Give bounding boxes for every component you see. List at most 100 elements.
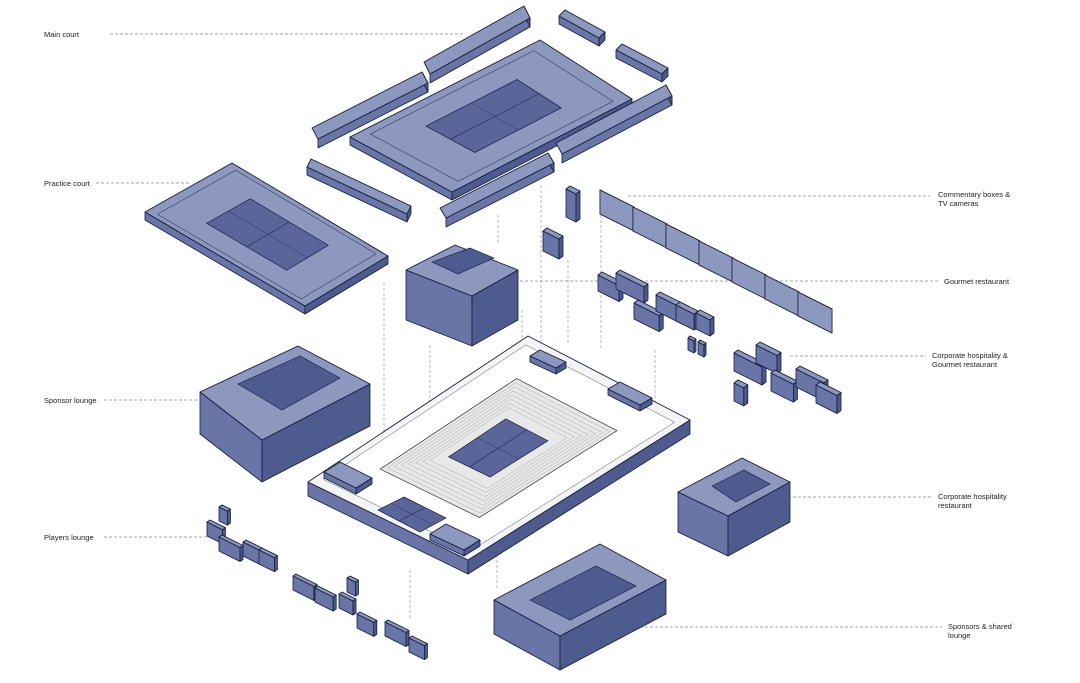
players-wall-10 bbox=[218, 504, 231, 526]
corp-gourmet-wall-1-face-b bbox=[776, 352, 782, 374]
corp-gourmet-wall-4-face-b bbox=[836, 392, 842, 414]
main-stand-side-block-top bbox=[306, 158, 412, 215]
main-stand-back bbox=[423, 5, 531, 84]
corp-gourmet-wall-3-top bbox=[795, 365, 829, 384]
gourmet-interior-void bbox=[431, 247, 495, 275]
camera-tower-a-top bbox=[565, 185, 581, 195]
seating-row-7 bbox=[429, 407, 568, 489]
gourmet-wall-1 bbox=[615, 269, 649, 304]
gourmet-wall-1-top bbox=[615, 269, 649, 288]
small-post-b-top bbox=[697, 339, 707, 346]
sponsors-shared-interior bbox=[529, 565, 637, 621]
main-stand-left-top bbox=[311, 71, 429, 140]
players-wall-0-top bbox=[206, 519, 226, 531]
players-wall-7-top bbox=[356, 611, 378, 623]
camera-tower-b bbox=[542, 227, 564, 260]
players-wall-4 bbox=[292, 573, 318, 601]
stadium-main-court bbox=[447, 418, 549, 478]
stadium-main-court-centre-line bbox=[477, 437, 520, 460]
players-wall-11-face-b bbox=[354, 579, 359, 597]
gourmet-restaurant-block bbox=[405, 244, 519, 347]
main-stand-front-top bbox=[439, 152, 555, 219]
camera-tower-a-face-a bbox=[565, 188, 577, 223]
gourmet-wall-4 bbox=[675, 301, 699, 331]
main-stand-side-block-face-a bbox=[306, 166, 408, 223]
commentary-box-front-4 bbox=[731, 257, 767, 300]
players-wall-8 bbox=[384, 619, 410, 647]
main-stand-corner-a bbox=[558, 9, 606, 47]
corporate-hospitality-interior bbox=[711, 469, 771, 503]
stadium-block-3-top bbox=[607, 381, 653, 406]
camera-tower-a-face-b bbox=[575, 190, 581, 223]
practice-court-surface bbox=[206, 198, 329, 271]
stadium-block-2 bbox=[529, 349, 567, 375]
commentary-boxes bbox=[599, 189, 833, 334]
corporate-hospitality-block bbox=[677, 457, 791, 557]
label-players-lounge: Players lounge bbox=[44, 533, 94, 542]
players-wall-6-face-b bbox=[352, 598, 357, 616]
stadium-block-0 bbox=[323, 461, 373, 495]
camera-tower-a bbox=[565, 185, 581, 223]
gourmet-wall-4-top bbox=[675, 301, 699, 315]
commentary-box-front-3 bbox=[698, 240, 734, 283]
main-court-inner-rim bbox=[369, 50, 614, 182]
practice-court-inner-rim bbox=[156, 169, 377, 300]
players-wall-8-face-b bbox=[405, 630, 410, 647]
label-main-court: Main court bbox=[44, 30, 80, 39]
corp-gourmet-walls bbox=[733, 341, 842, 414]
players-wall-3 bbox=[258, 547, 278, 573]
seating-row-6 bbox=[422, 403, 575, 493]
seating-row-4 bbox=[408, 394, 589, 502]
main-stand-side-block bbox=[306, 158, 412, 223]
sponsor-lounge-interior bbox=[237, 355, 341, 411]
stadium-model bbox=[307, 335, 691, 575]
gourmet-wall-5 bbox=[695, 309, 715, 337]
players-wall-7-face-b bbox=[373, 620, 378, 637]
main-stand-back-top bbox=[423, 5, 531, 75]
players-wall-10-top bbox=[218, 504, 231, 512]
commentary-box-front-6 bbox=[797, 291, 833, 334]
gourmet-wall-2 bbox=[633, 299, 664, 333]
players-wall-5 bbox=[314, 585, 337, 612]
exploded-parts bbox=[144, 5, 842, 671]
players-wall-1-face-b bbox=[239, 545, 244, 562]
corp-gourmet-wall-5-face-b bbox=[743, 384, 749, 407]
corp-gourmet-wall-5-top bbox=[733, 379, 749, 389]
corp-gourmet-wall-1-top bbox=[755, 341, 782, 356]
players-wall-9-top bbox=[408, 635, 428, 647]
small-post-b bbox=[697, 339, 707, 358]
label-sponsor-lounge: Sponsor lounge bbox=[44, 396, 97, 405]
commentary-box-front-1 bbox=[632, 206, 668, 249]
players-wall-3-top bbox=[258, 547, 278, 559]
main-stand-corner-b bbox=[615, 43, 669, 83]
label-gourmet-restaurant: Gourmet restaurant bbox=[944, 277, 1010, 286]
corp-gourmet-wall-4 bbox=[815, 381, 842, 414]
players-wall-5-top bbox=[314, 585, 337, 598]
corp-gourmet-wall-2-top bbox=[770, 369, 798, 385]
players-wall-9-face-b bbox=[423, 643, 428, 661]
players-wall-8-top bbox=[384, 619, 410, 633]
players-wall-1-top bbox=[218, 534, 244, 548]
main-stand-right-top bbox=[555, 84, 673, 155]
players-wall-3-face-b bbox=[273, 555, 278, 573]
players-wall-9 bbox=[408, 635, 428, 661]
stadium-block-0-top bbox=[323, 461, 373, 489]
small-post-a-top bbox=[687, 335, 697, 342]
stadium-block-1 bbox=[429, 523, 481, 557]
label-sponsors-shared-lounge: Sponsors & shared lounge bbox=[948, 622, 1012, 640]
players-wall-11-top bbox=[346, 575, 359, 583]
seating-row-3 bbox=[401, 390, 597, 506]
main-stand-front bbox=[439, 152, 555, 228]
main-stand-right bbox=[555, 84, 673, 164]
main-stand-corner-b-top bbox=[615, 43, 669, 75]
label-corporate-hospitality: Corporate hospitality restaurant bbox=[938, 492, 1007, 510]
gourmet-wall-5-top bbox=[695, 309, 715, 321]
practice-court-surface-centre-line bbox=[228, 210, 308, 258]
label-practice-court: Practice court bbox=[44, 179, 90, 188]
main-stand-left bbox=[311, 71, 429, 149]
seating-row-2 bbox=[393, 386, 604, 510]
commentary-box-front-2 bbox=[665, 223, 701, 266]
main-stand-corner-a-top bbox=[558, 9, 606, 39]
